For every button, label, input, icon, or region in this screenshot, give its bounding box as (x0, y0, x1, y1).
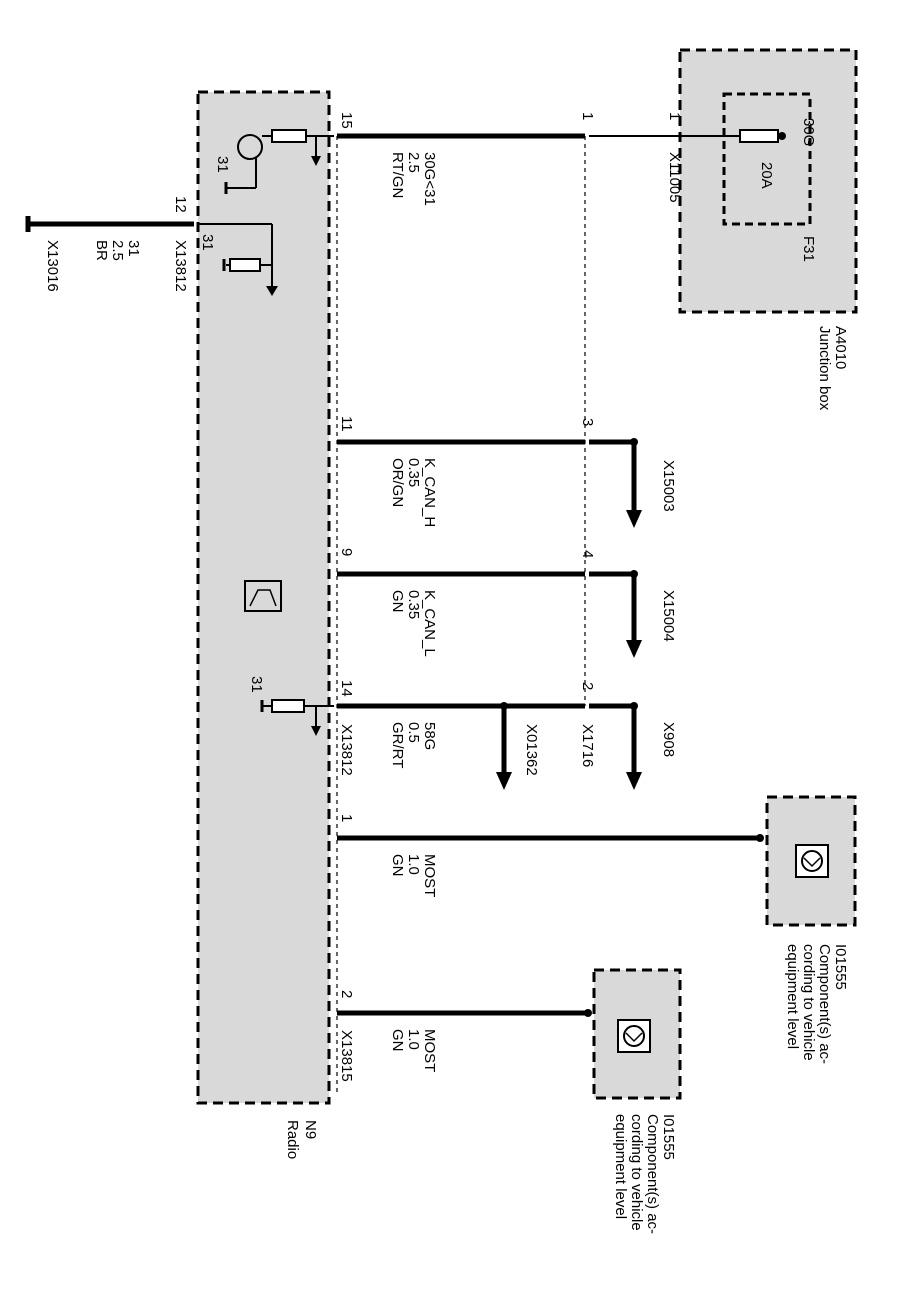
pin-11-label: 11 (338, 416, 355, 432)
pin-1-label: 1 (338, 814, 355, 822)
ground-31-label-bottom: 31 (248, 676, 265, 693)
wire-1-signal: 30G<31 (421, 152, 438, 206)
transistor-icon (237, 134, 263, 160)
wire-6-size: 1.0 (405, 1029, 422, 1050)
wire-4-size: 0.5 (405, 722, 422, 743)
jbox-code-label: A4010 (832, 326, 849, 369)
fuse-icon (739, 129, 779, 143)
arrow-down-icon (626, 640, 642, 658)
pin-9-label: 9 (338, 548, 355, 556)
resistor-icon (271, 699, 305, 713)
radio-name-label: Radio (284, 1120, 301, 1159)
wire-2-color: OR/GN (389, 458, 406, 507)
wire-5-signal: MOST (421, 854, 438, 897)
jbox-pin-label: 1 (666, 112, 683, 120)
ground-end-connector-label: X13016 (44, 240, 61, 292)
radio-icon (244, 580, 282, 612)
splice-pin-3: 3 (579, 418, 596, 426)
component-1-line1: Component(s) ac- (816, 944, 833, 1064)
most-1-node (756, 834, 764, 842)
fuse-terminal-dot (778, 132, 786, 140)
arrow-down-icon (626, 510, 642, 528)
arrow-down-icon (626, 772, 642, 790)
wire-5-color: GN (389, 854, 406, 877)
wire-3-color: GN (389, 590, 406, 613)
pin-2-label: 2 (338, 990, 355, 998)
arrow-down-icon (496, 772, 512, 790)
wire-2-signal: K_CAN_H (421, 458, 438, 527)
wire-3-size: 0.35 (405, 590, 422, 619)
component-2-line2: cording to vehicle (628, 1114, 645, 1231)
wire-1-color: RT/GN (389, 152, 406, 198)
splice-pin-1: 1 (579, 112, 596, 120)
wire-5-size: 1.0 (405, 854, 422, 875)
most-2-node (584, 1009, 592, 1017)
pin-12-label: 12 (172, 196, 189, 213)
component-2-line3: equipment level (612, 1114, 629, 1219)
radio-module-box[interactable] (196, 90, 331, 1105)
wire-1-size: 2.5 (405, 152, 422, 173)
wire-4-color: GR/RT (389, 722, 406, 768)
ground-wire-size: 2.5 (109, 240, 126, 261)
connector-x15003-label: X15003 (660, 460, 677, 512)
connector-x13812-label: X13812 (338, 724, 355, 776)
component-1-line3: equipment level (784, 944, 801, 1049)
arrow-down-icon (311, 156, 321, 166)
component-1-code: I01555 (832, 944, 849, 990)
splice-pin-2: 2 (579, 682, 596, 690)
splice-connector-label: X1716 (579, 724, 596, 767)
component-i01555-box-2[interactable] (592, 968, 682, 1100)
wire-4-signal: 58G (421, 722, 438, 750)
fuse-terminal-label: 30G (800, 118, 817, 146)
radio-code-label: N9 (302, 1120, 319, 1139)
pin-14-label: 14 (338, 680, 355, 697)
component-1-line2: cording to vehicle (800, 944, 817, 1061)
wire-6-color: GN (389, 1029, 406, 1052)
fuse-rating-label: 20A (758, 162, 775, 189)
jbox-name-label: Junction box (816, 326, 833, 411)
component-2-code: I01555 (660, 1114, 677, 1160)
fuse-f31-box[interactable] (722, 92, 812, 226)
jbox-connector-label: X11005 (666, 152, 683, 203)
wire-6-signal: MOST (421, 1029, 438, 1072)
ground-31-label-mid: 31 (199, 234, 216, 251)
ground-31-label-top: 31 (214, 156, 231, 173)
arrow-down-icon (311, 726, 321, 736)
connector-x13812-ground-label: X13812 (172, 240, 189, 292)
wire-3-signal: K_CAN_L (421, 590, 438, 657)
resistor-icon (229, 258, 261, 272)
connector-x13815-label: X13815 (338, 1030, 355, 1082)
splice-pin-4: 4 (579, 550, 596, 558)
connector-x01362-label: X01362 (523, 724, 540, 776)
wire-2-size: 0.35 (405, 458, 422, 487)
ground-wire-signal: 31 (125, 240, 142, 257)
speaker-icon (617, 1019, 651, 1053)
pin-15-label: 15 (338, 112, 355, 129)
connector-x908-label: X908 (660, 722, 677, 757)
arrow-down-icon (266, 286, 278, 296)
resistor-icon (271, 129, 307, 143)
connector-x15004-label: X15004 (660, 590, 677, 642)
ground-wire-color: BR (93, 240, 110, 261)
component-2-line1: Component(s) ac- (644, 1114, 661, 1234)
speaker-icon (795, 844, 829, 878)
fuse-code-label: F31 (800, 236, 817, 262)
